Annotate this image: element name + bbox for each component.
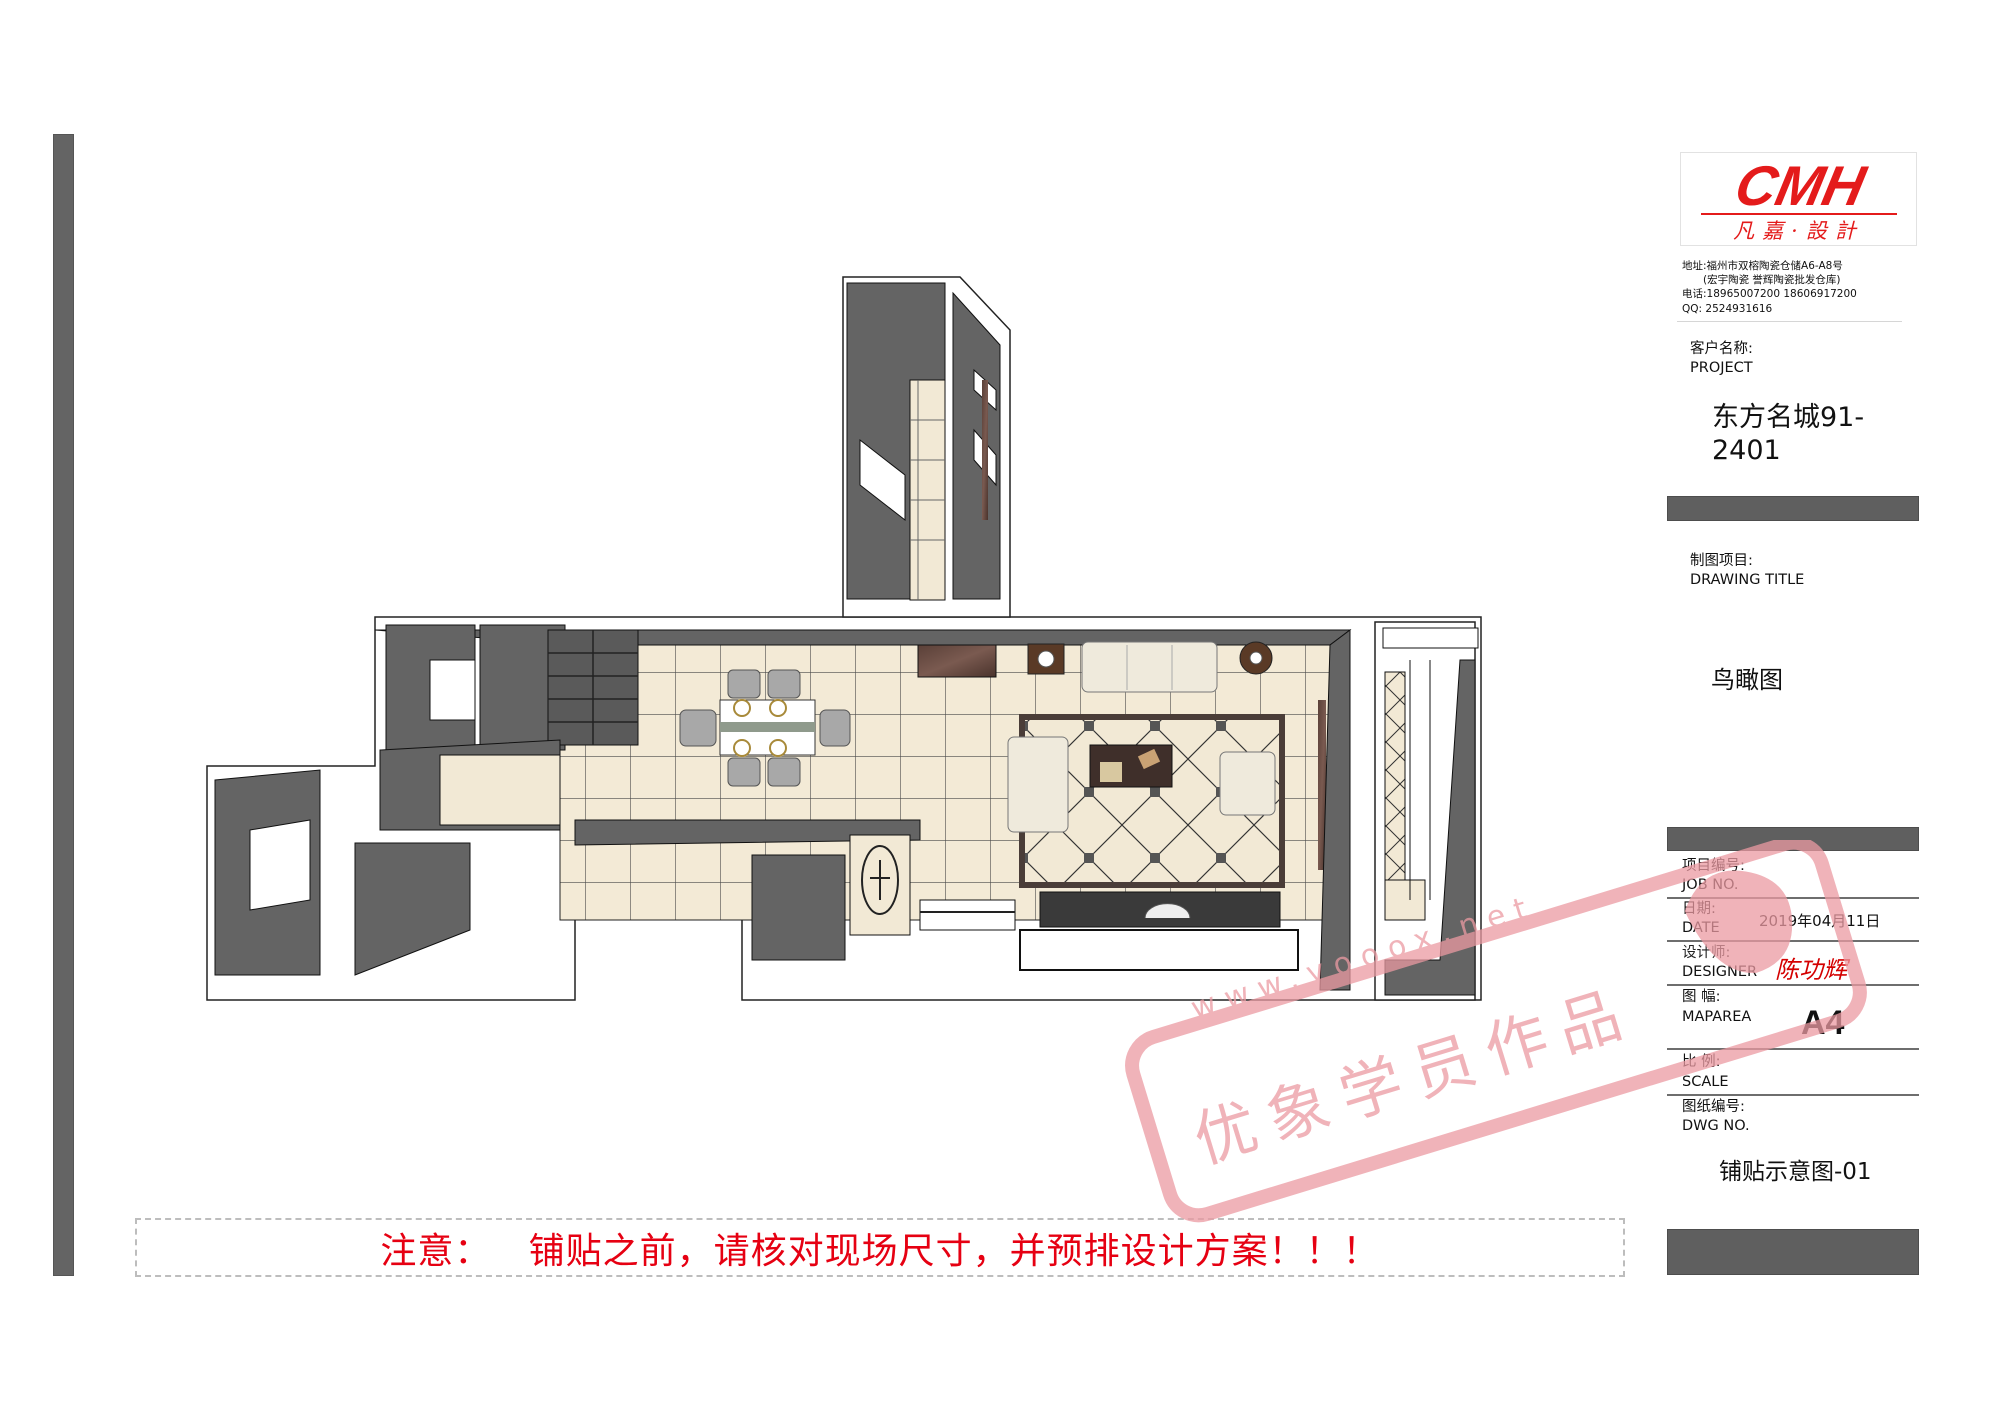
- section-bar-1: [1667, 496, 1919, 521]
- section-bar-2: [1667, 827, 1919, 851]
- row-divider: [1667, 940, 1919, 942]
- company-address: 地址:福州市双榕陶瓷仓储A6-A8号: [1682, 260, 1843, 272]
- project-name-line2: 2401: [1712, 435, 1781, 466]
- designer-label-en: DESIGNER: [1682, 964, 1758, 980]
- west-rooms: [214, 624, 921, 976]
- job-no-label-cn: 项目编号:: [1682, 858, 1745, 874]
- job-no-label-en: JOB NO.: [1682, 877, 1739, 893]
- date-label-cn: 日期:: [1682, 901, 1716, 917]
- east-balcony: [1374, 621, 1479, 1001]
- cmh-logo-icon: CMH: [1730, 159, 1872, 211]
- storage-cabinets: [547, 629, 639, 746]
- svg-text:CMH: CMH: [1730, 159, 1872, 211]
- project-name-line1: 东方名城91-: [1712, 402, 1865, 433]
- dwg-no-value: 铺贴示意图-01: [1719, 1159, 1872, 1185]
- designer-signature: 陈功辉: [1775, 956, 1847, 984]
- dwg-no-label-cn: 图纸编号:: [1682, 1099, 1745, 1115]
- date-value: 2019年04月11日: [1759, 912, 1881, 930]
- floor-plan-birdseye: [206, 276, 1482, 1001]
- left-margin-bar: [53, 134, 74, 1276]
- company-qq: QQ: 2524931616: [1682, 303, 1773, 315]
- scale-label-en: SCALE: [1682, 1074, 1729, 1090]
- dining-table-set: [679, 669, 851, 787]
- company-address-note: (宏宇陶瓷 誉辉陶瓷批发仓库): [1703, 274, 1841, 286]
- company-phone: 电话:18965007200 18606917200: [1682, 288, 1857, 300]
- notice-text: 注意： 铺贴之前，请核对现场尺寸，并预排设计方案！！！: [380, 1230, 1380, 1272]
- designer-label-cn: 设计师:: [1682, 945, 1731, 961]
- drawing-title-label-cn: 制图项目:: [1690, 553, 1753, 569]
- row-divider: [1667, 1094, 1919, 1096]
- dwg-no-label-en: DWG NO.: [1682, 1118, 1750, 1134]
- logo-subtitle: 凡嘉·設計: [1733, 219, 1864, 243]
- row-divider: [1667, 1048, 1919, 1050]
- row-divider: [1667, 897, 1919, 899]
- drawing-title-value: 鸟瞰图: [1711, 666, 1783, 694]
- project-label-en: PROJECT: [1690, 360, 1753, 376]
- maparea-label-en: MAPAREA: [1682, 1009, 1752, 1025]
- maparea-label-cn: 图 幅:: [1682, 989, 1721, 1005]
- north-room: [846, 282, 1001, 601]
- maparea-value: A4: [1801, 1004, 1845, 1042]
- company-logo: CMH 凡嘉·設計: [1680, 152, 1917, 246]
- entry-hall: [751, 834, 1016, 961]
- scale-label-cn: 比 例:: [1682, 1054, 1721, 1070]
- section-bar-3: [1667, 1229, 1919, 1275]
- row-divider: [1667, 984, 1919, 986]
- title-block: CMH 凡嘉·設計 地址:福州市双榕陶瓷仓储A6-A8号 (宏宇陶瓷 誉辉陶瓷批…: [1667, 0, 1927, 1414]
- date-label-en: DATE: [1682, 920, 1720, 936]
- logo-underline: [1701, 213, 1897, 215]
- divider: [1677, 321, 1902, 322]
- notice-box: 注意： 铺贴之前，请核对现场尺寸，并预排设计方案！！！: [135, 1218, 1625, 1277]
- project-label-cn: 客户名称:: [1690, 341, 1753, 357]
- drawing-title-label-en: DRAWING TITLE: [1690, 572, 1805, 588]
